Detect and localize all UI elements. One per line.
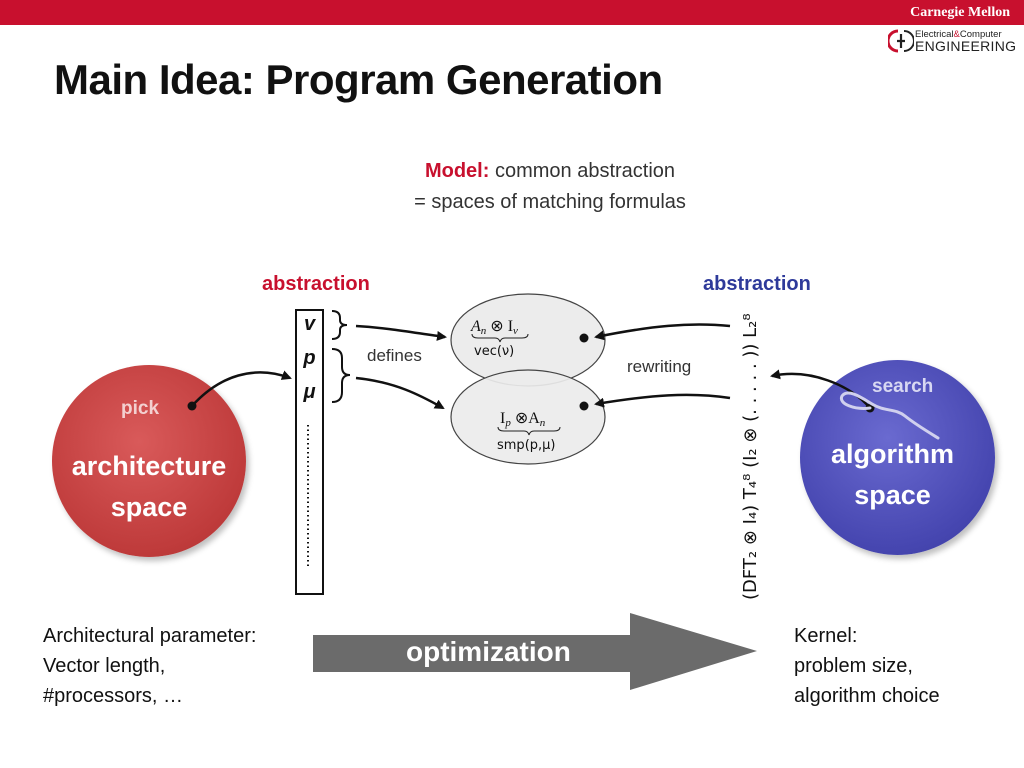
defines-label: defines: [367, 346, 422, 365]
smp-label: smp(p,μ): [497, 438, 556, 453]
dept-line-1: Electrical&Computer: [915, 29, 1002, 40]
smp-dot: [579, 401, 589, 411]
model-line-1: Model: common abstraction: [424, 160, 676, 182]
vec-formula: An ⊗ Iν: [470, 318, 518, 337]
algorithm-formula: (DFT₂ ⊗ I₄) T₄⁸ (I₂ ⊗ (. . . . . )) L₂⁸: [740, 313, 761, 600]
pick-label: pick: [121, 398, 160, 419]
param-p: p: [303, 347, 316, 369]
vec-label: vec(ν): [474, 344, 514, 359]
ece-logo: Electrical&Computer ENGINEERING: [886, 28, 1017, 54]
header-bar: Carnegie Mellon: [0, 0, 1024, 25]
smp-underbrace: [497, 426, 561, 436]
brace-v: [331, 310, 348, 340]
smp-formula: Ip ⊗An: [500, 410, 546, 429]
algorithm-description: Kernel: problem size, algorithm choice: [794, 625, 940, 707]
param-v: v: [303, 313, 316, 335]
v-defines-arrow: [355, 324, 447, 341]
dept-line-2: ENGINEERING: [915, 38, 1017, 54]
algorithm-abstraction-label: abstraction: [703, 273, 811, 295]
algorithm-space-circle: [800, 360, 995, 555]
search-arrow: [770, 369, 871, 409]
p-mu-defines-arrow: [355, 376, 445, 410]
parameter-vector: v p μ: [295, 309, 324, 595]
smp-ellipse: [450, 369, 606, 465]
vec-dot: [579, 333, 589, 343]
search-label: search: [872, 376, 934, 397]
vec-underbrace: [471, 333, 529, 343]
architecture-description: Architectural parameter: Vector length, …: [43, 625, 257, 707]
optimization-arrow: [313, 613, 757, 690]
search-path: [839, 391, 940, 440]
architecture-abstraction-label: abstraction: [262, 273, 370, 295]
page-title: Main Idea: Program Generation: [54, 56, 663, 103]
rewrite-arrow-smp: [594, 393, 731, 408]
brace-p-mu: [331, 348, 351, 403]
rewriting-label: rewriting: [627, 357, 692, 376]
model-line-2: = spaces of matching formulas: [414, 191, 686, 213]
param-mu: μ: [303, 381, 316, 403]
rewrite-arrow-vec: [594, 323, 731, 341]
architecture-space-circle: [52, 365, 246, 557]
university-name: Carnegie Mellon: [910, 5, 1010, 20]
optimization-label: optimization: [406, 636, 571, 667]
pick-arrow: [191, 370, 292, 407]
